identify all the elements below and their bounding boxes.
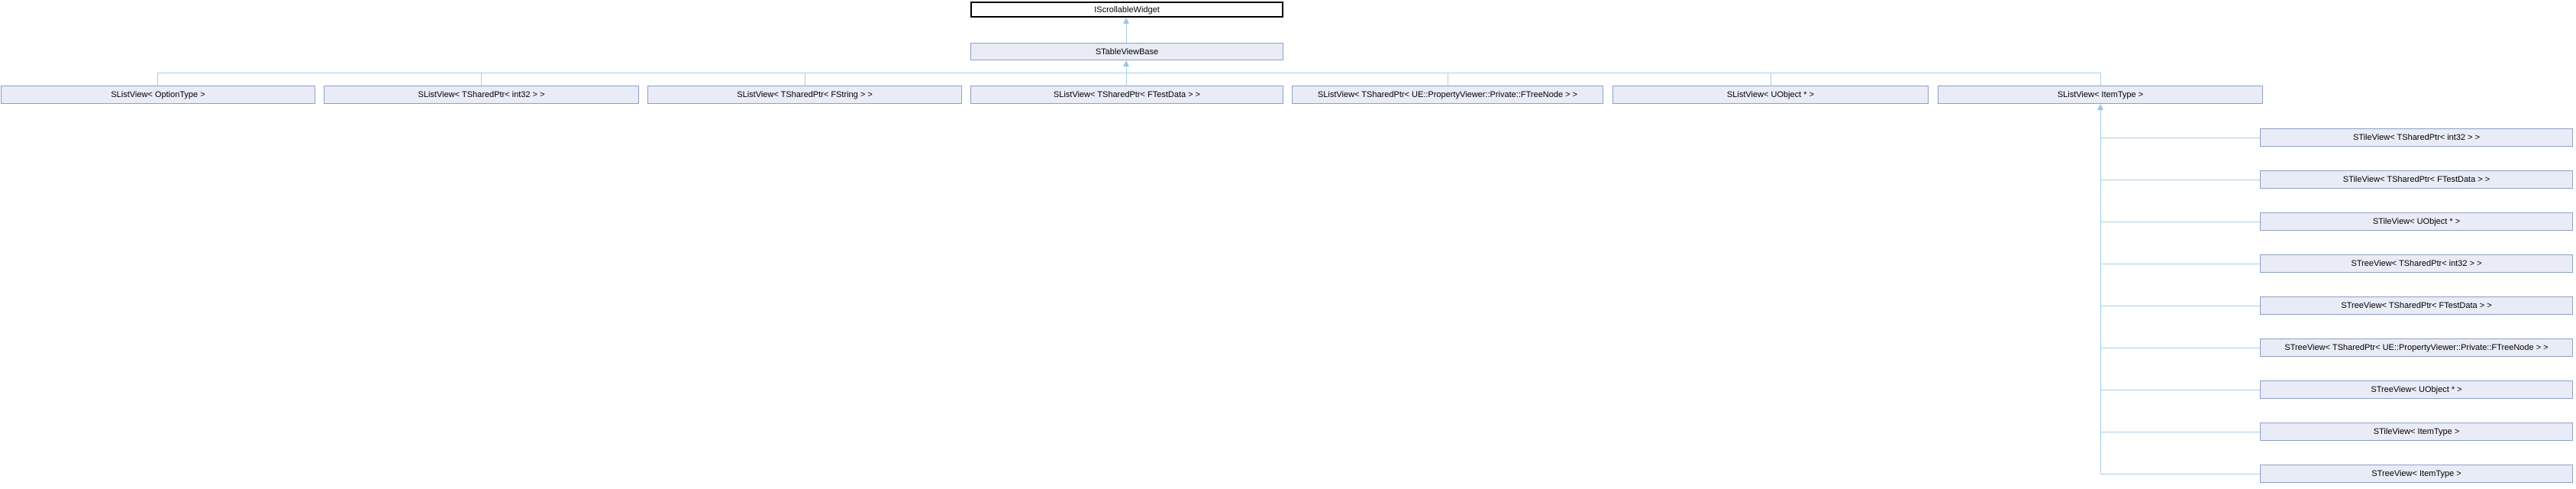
class-node-stileview-itemtype[interactable]: STileView< ItemType > (2260, 423, 2573, 441)
class-node-iscrollablewidget[interactable]: IScrollableWidget (970, 2, 1283, 18)
class-node-streeview-itemtype[interactable]: STreeView< ItemType > (2260, 465, 2573, 483)
arrowhead-up-icon (1123, 18, 1129, 24)
edge-stub (481, 73, 482, 86)
class-node-streeview-tsharedptr-ftreenode[interactable]: STreeView< TSharedPtr< UE::PropertyViewe… (2260, 338, 2573, 357)
edge-stub (1126, 73, 1127, 86)
class-node-slistview-uobject[interactable]: SListView< UObject * > (1612, 86, 1929, 104)
arrowhead-up-icon (2097, 104, 2103, 110)
edge-stub (157, 73, 158, 86)
class-node-slistview-tsharedptr-int32[interactable]: SListView< TSharedPtr< int32 > > (324, 86, 639, 104)
class-node-slistview-optiontype[interactable]: SListView< OptionType > (1, 86, 315, 104)
edge-stub (2100, 73, 2101, 86)
edge-trunk-to-base (1126, 66, 1127, 73)
class-node-stileview-tsharedptr-ftestdata[interactable]: STileView< TSharedPtr< FTestData > > (2260, 170, 2573, 189)
class-node-slistview-tsharedptr-ftestdata[interactable]: SListView< TSharedPtr< FTestData > > (970, 86, 1283, 104)
class-node-streeview-tsharedptr-ftestdata[interactable]: STreeView< TSharedPtr< FTestData > > (2260, 296, 2573, 315)
class-node-stableviewbase[interactable]: STableViewBase (970, 43, 1283, 60)
class-node-streeview-tsharedptr-int32[interactable]: STreeView< TSharedPtr< int32 > > (2260, 254, 2573, 273)
class-node-streeview-uobject[interactable]: STreeView< UObject * > (2260, 381, 2573, 399)
edge-derived-rail (2100, 109, 2101, 474)
class-node-slistview-tsharedptr-fstring[interactable]: SListView< TSharedPtr< FString > > (647, 86, 962, 104)
class-node-slistview-itemtype[interactable]: SListView< ItemType > (1938, 86, 2263, 104)
class-node-stileview-tsharedptr-int32[interactable]: STileView< TSharedPtr< int32 > > (2260, 128, 2573, 147)
class-node-slistview-tsharedptr-ftreenode[interactable]: SListView< TSharedPtr< UE::PropertyViewe… (1292, 86, 1603, 104)
class-node-stileview-uobject[interactable]: STileView< UObject * > (2260, 212, 2573, 231)
arrowhead-up-icon (1123, 60, 1129, 66)
edge-base-to-root (1126, 23, 1127, 43)
